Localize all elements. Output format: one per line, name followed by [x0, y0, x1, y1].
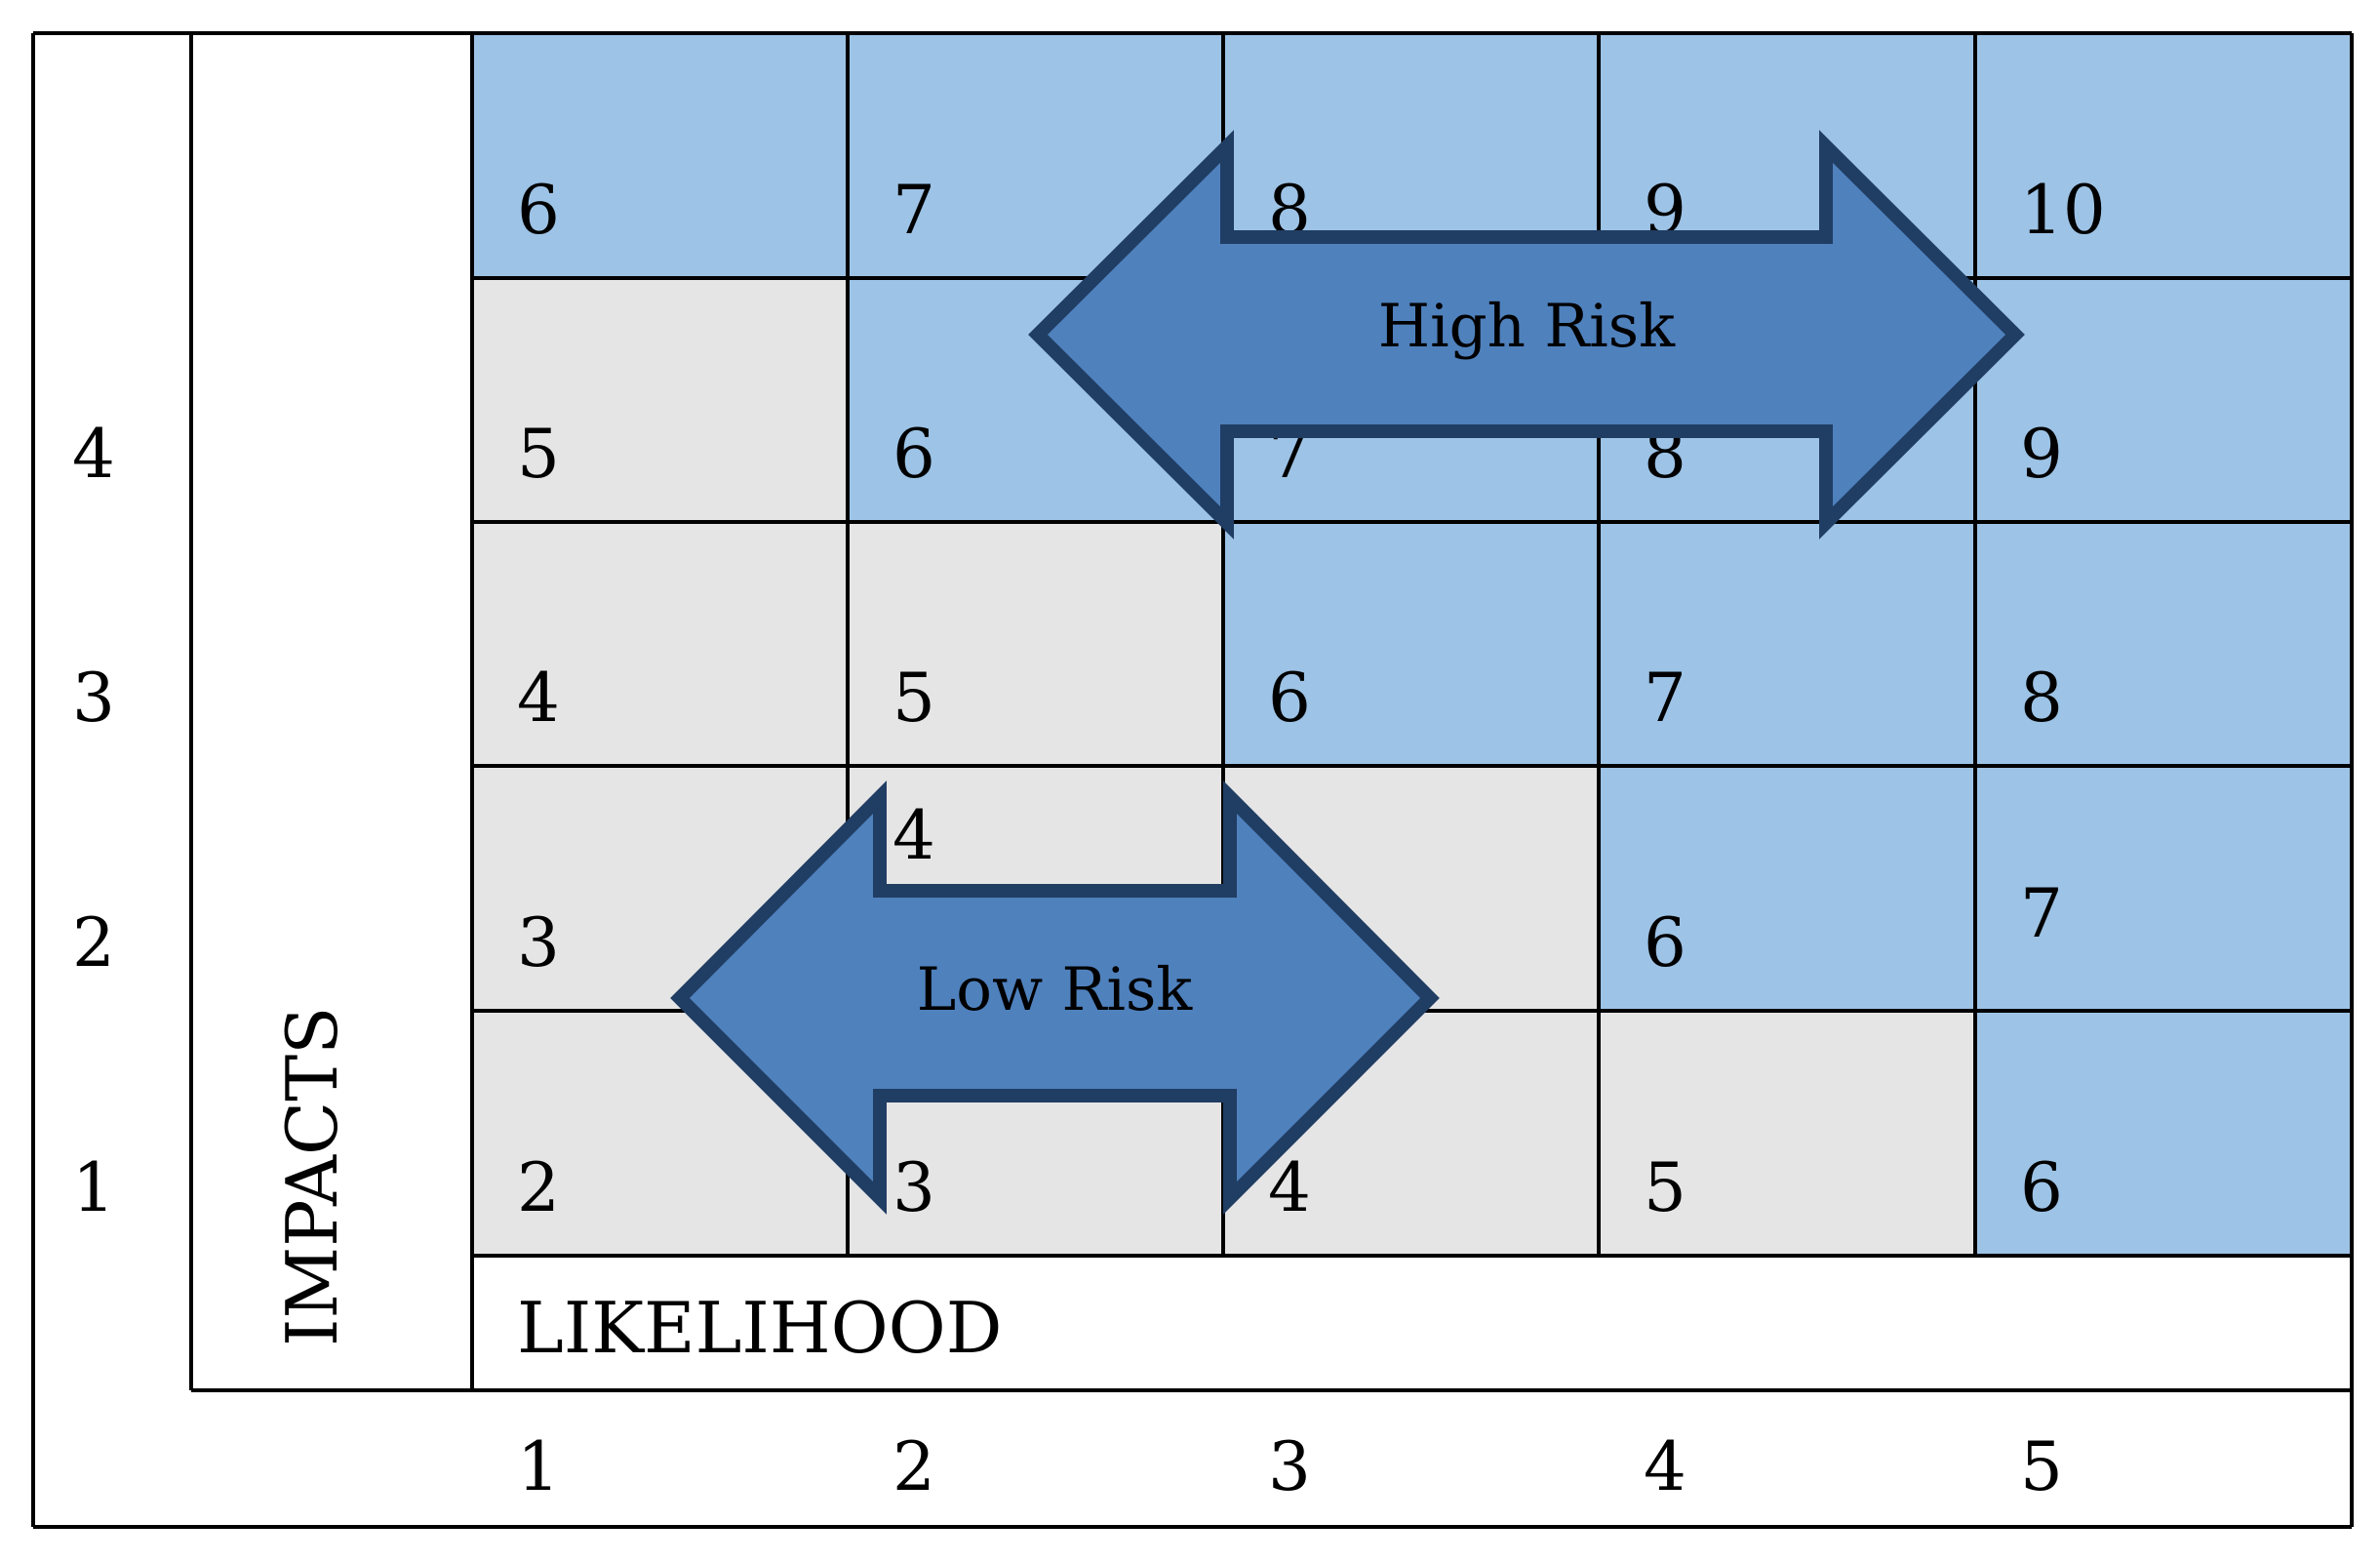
impact-label: 1 [72, 1149, 115, 1227]
matrix-cell-value: 6 [892, 416, 935, 494]
matrix-cell-value: 3 [892, 1149, 935, 1227]
matrix-cell-value: 10 [2020, 172, 2106, 250]
matrix-cell [1975, 766, 2352, 1011]
likelihood-label: 3 [1268, 1428, 1311, 1506]
matrix-cell [1223, 522, 1599, 766]
matrix-cell [472, 278, 848, 522]
likelihood-label: 5 [2020, 1428, 2063, 1506]
impact-label: 4 [72, 416, 115, 494]
low-risk-label: Low Risk [917, 955, 1194, 1024]
matrix-cell [1599, 522, 1975, 766]
x-axis-title: LIKELIHOOD [517, 1287, 1002, 1369]
matrix-cell [472, 33, 848, 278]
matrix-cell-value: 5 [517, 416, 560, 494]
matrix-cell-value: 6 [1268, 660, 1311, 738]
matrix-cell-value: 9 [2020, 416, 2063, 494]
low-risk-arrow: Low Risk [670, 781, 1440, 1215]
matrix-cell-value: 8 [2020, 660, 2063, 738]
high-risk-arrow-shape [1028, 130, 2025, 540]
likelihood-label: 4 [1644, 1428, 1686, 1506]
matrix-cell-value: 4 [517, 660, 560, 738]
impact-label: 2 [72, 904, 115, 982]
matrix-cell-value: 2 [517, 1149, 560, 1227]
matrix-cell-value: 7 [2020, 875, 2063, 953]
matrix-cell [472, 522, 848, 766]
matrix-cell-value: 3 [517, 904, 560, 982]
impact-label: 3 [72, 660, 115, 738]
high-risk-label: High Risk [1378, 292, 1676, 361]
matrix-cell [1975, 1011, 2352, 1256]
y-axis-title: IMPACTS [271, 1007, 353, 1346]
matrix-cell [1975, 33, 2352, 278]
matrix-cell [1975, 522, 2352, 766]
matrix-cell-value: 5 [1644, 1149, 1686, 1227]
matrix-cell-value: 7 [892, 172, 935, 250]
matrix-cell-value: 6 [517, 172, 560, 250]
matrix-cell [1599, 766, 1975, 1011]
likelihood-label: 1 [517, 1428, 560, 1506]
matrix-cell-value: 6 [2020, 1149, 2063, 1227]
matrix-cell-value: 4 [892, 797, 935, 875]
matrix-cell-value: 7 [1644, 660, 1686, 738]
high-risk-arrow: High Risk [1028, 130, 2025, 540]
matrix-cell [1599, 1011, 1975, 1256]
matrix-cell [1975, 278, 2352, 522]
matrix-cell-value: 6 [1644, 904, 1686, 982]
low-risk-arrow-shape [670, 781, 1440, 1215]
matrix-labels: IMPACTS LIKELIHOOD 4 3 2 1 1 2 3 4 5 [72, 416, 2063, 1506]
likelihood-label: 2 [892, 1428, 935, 1506]
matrix-cell-value: 5 [892, 660, 935, 738]
matrix-cell [848, 522, 1223, 766]
matrix-cells [472, 33, 2352, 1256]
